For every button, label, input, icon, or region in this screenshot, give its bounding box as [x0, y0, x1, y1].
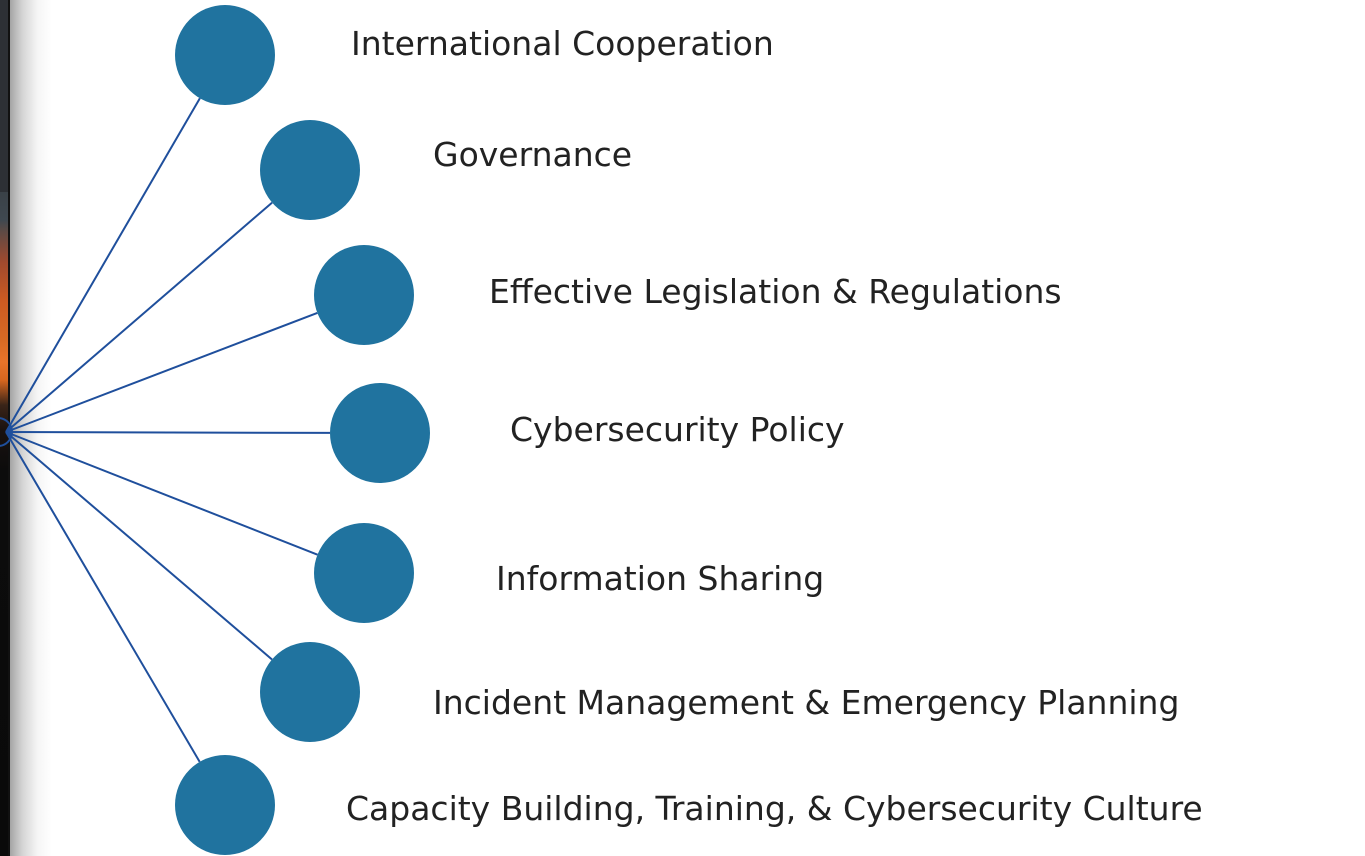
hub-node	[0, 417, 13, 447]
item-label-information-sharing: Information Sharing	[496, 559, 825, 598]
connector-line-international-cooperation	[5, 97, 201, 433]
connector-line-cybersecurity-policy	[5, 431, 331, 434]
item-label-governance: Governance	[433, 135, 633, 174]
left-image-strip	[0, 0, 8, 856]
connector-line-incident-management	[5, 431, 273, 661]
item-label-cybersecurity-policy: Cybersecurity Policy	[510, 410, 845, 449]
item-label-international-cooperation: International Cooperation	[351, 24, 774, 63]
node-circle-capacity-building	[175, 755, 275, 855]
node-circle-incident-management	[260, 642, 360, 742]
item-label-incident-management: Incident Management & Emergency Planning	[433, 683, 1180, 722]
node-circle-international-cooperation	[175, 5, 275, 105]
node-circle-governance	[260, 120, 360, 220]
connector-line-governance	[5, 201, 273, 433]
node-circle-information-sharing	[314, 523, 414, 623]
connector-line-effective-legislation	[5, 311, 318, 433]
connector-line-capacity-building	[5, 431, 201, 763]
node-circle-cybersecurity-policy	[330, 383, 430, 483]
node-circle-effective-legislation	[314, 245, 414, 345]
connector-line-information-sharing	[5, 431, 318, 556]
item-label-capacity-building: Capacity Building, Training, & Cybersecu…	[346, 789, 1203, 828]
connector-lines	[0, 97, 331, 763]
item-label-effective-legislation: Effective Legislation & Regulations	[489, 272, 1062, 311]
node-circles	[175, 5, 430, 855]
